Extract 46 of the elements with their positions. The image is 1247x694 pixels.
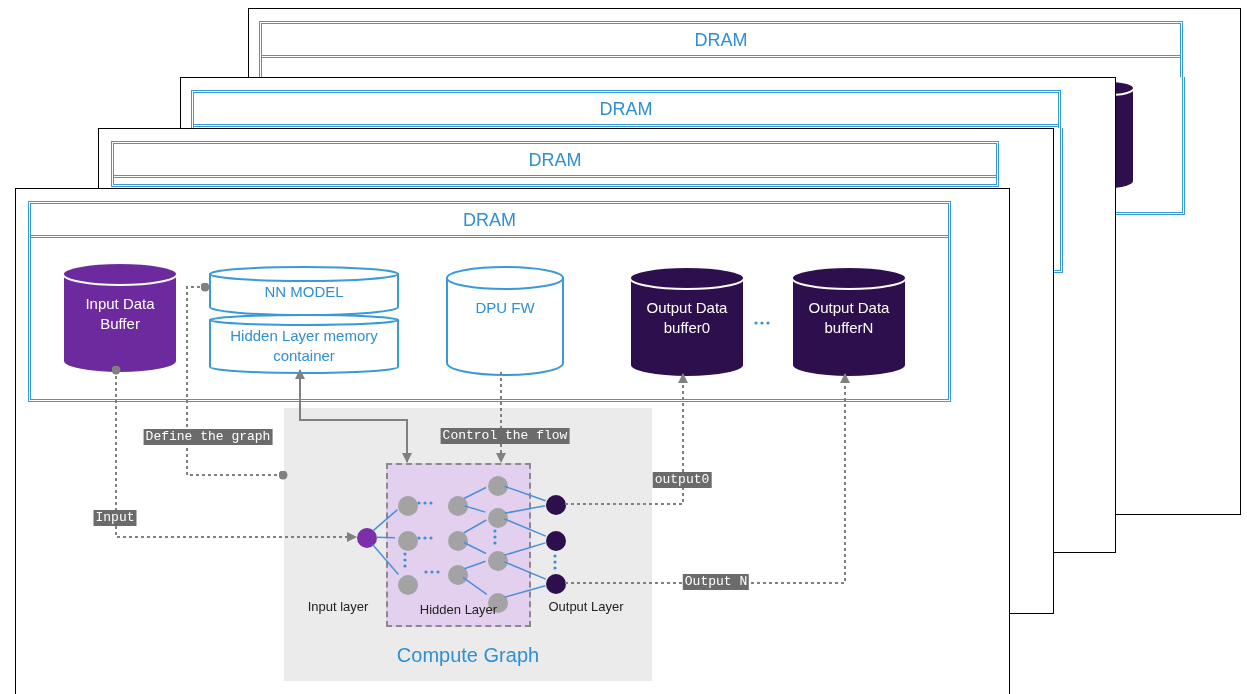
cylinder-label: Output Data buffer0 xyxy=(645,298,729,338)
edge-label: Control the flow xyxy=(440,428,570,444)
page-card xyxy=(98,128,1054,188)
page-card xyxy=(15,188,1010,694)
connector-arrow xyxy=(111,365,357,542)
panel-title: DRAM xyxy=(528,148,582,172)
edge-label: output0 xyxy=(652,472,712,488)
page-card xyxy=(180,77,1116,128)
graph-panel xyxy=(284,408,652,681)
layer-label: Output Layer xyxy=(548,598,624,617)
cylinder-label: Input Data Buffer xyxy=(84,294,156,334)
cylinder-label: DPU FW xyxy=(474,298,536,318)
connector-arrow xyxy=(295,369,412,463)
connector-arrow xyxy=(564,373,850,584)
edge-label: Define the graph xyxy=(143,429,273,445)
neuron-link xyxy=(463,560,487,570)
neuron-link xyxy=(503,485,547,502)
neuron-link xyxy=(503,585,547,598)
neuron-link xyxy=(462,577,488,595)
layer-label: Hidden Layer xyxy=(418,600,499,619)
cylinder-label: NN MODEL xyxy=(263,282,345,302)
neuron-link xyxy=(503,518,547,537)
connector-arrow xyxy=(496,371,506,463)
neuron-link xyxy=(503,542,547,556)
memory-panel xyxy=(28,201,951,402)
cylinder-label: Hidden Layer memory container xyxy=(229,326,379,366)
hidden-layer-box xyxy=(386,463,531,627)
connector-arrow xyxy=(564,373,688,505)
edge-label: Input xyxy=(93,510,137,526)
neuron-link xyxy=(463,505,487,513)
cylinder-label: Output Data bufferN xyxy=(807,298,891,338)
neuron-link xyxy=(463,486,487,500)
neuron-link xyxy=(462,519,488,534)
page-card xyxy=(248,8,1241,77)
edge-label: Output N xyxy=(682,574,750,590)
layer-label: Input layer xyxy=(307,598,369,617)
neuron-link xyxy=(372,508,399,532)
neuron-link xyxy=(375,536,396,539)
neuron-link xyxy=(503,561,547,580)
neuron-link xyxy=(504,505,546,514)
neuron-link xyxy=(371,543,400,576)
panel-title: Compute Graph xyxy=(395,643,541,668)
panel-title: DRAM xyxy=(463,208,516,232)
neuron-link xyxy=(463,541,487,555)
panel-title: DRAM xyxy=(599,97,653,121)
panel-title: DRAM xyxy=(694,28,748,52)
